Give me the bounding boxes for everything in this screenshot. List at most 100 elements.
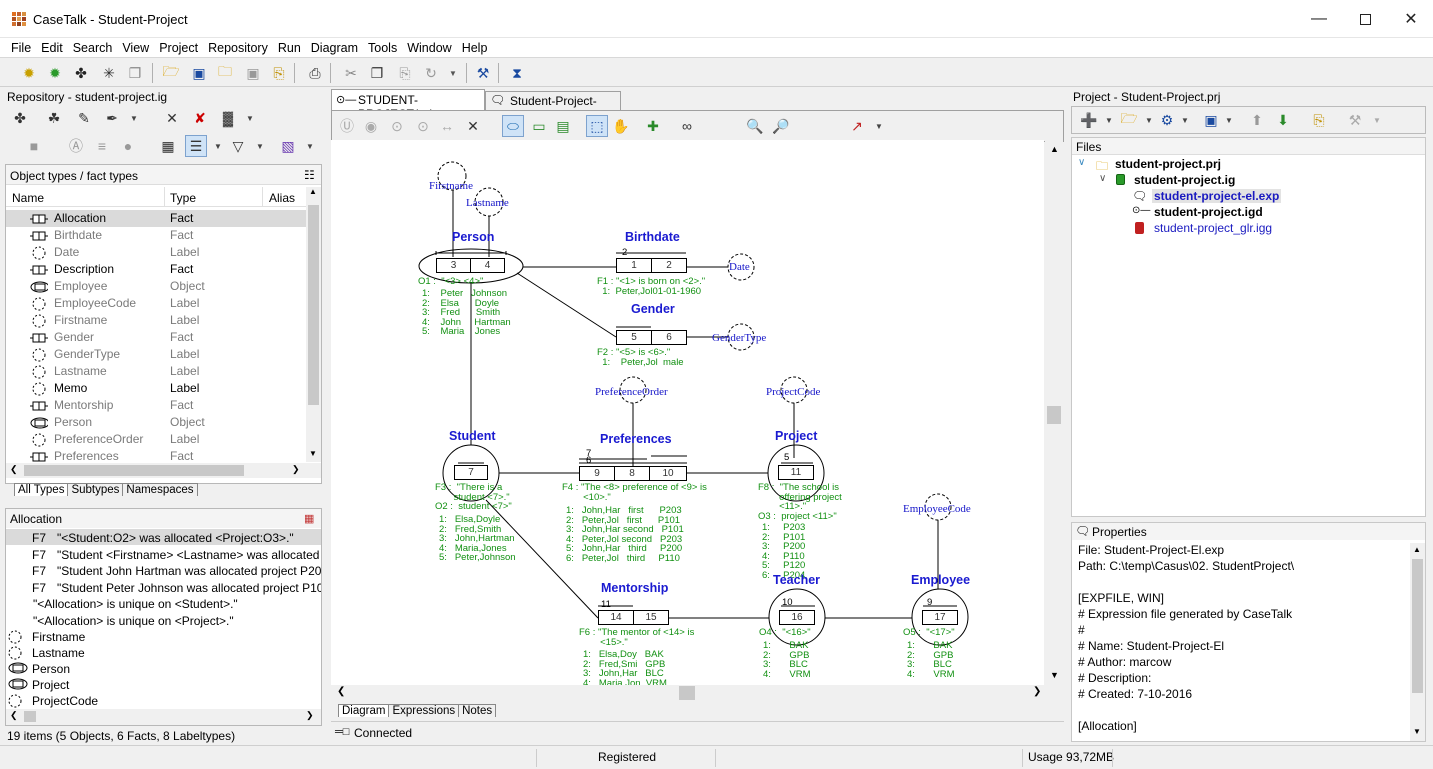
fact-teacher-name[interactable]: Teacher xyxy=(773,573,821,587)
shape-icon[interactable]: ● xyxy=(123,138,133,154)
fact-down-icon[interactable]: ▤ xyxy=(556,117,570,134)
allocation-item[interactable]: Lastname xyxy=(6,644,321,660)
properties-icon[interactable]: ⎘ xyxy=(1313,111,1325,128)
table-icon[interactable]: ▦ xyxy=(161,137,175,154)
diagram-hscrollbar[interactable]: ❮ ❯ xyxy=(331,685,1045,701)
label-firstname[interactable]: Firstname xyxy=(429,180,473,192)
tree-item-igd[interactable]: student-project.igd xyxy=(1154,205,1263,219)
refresh-icon[interactable]: ↻ xyxy=(425,64,437,81)
role-1[interactable]: 1 xyxy=(616,258,652,273)
col-name[interactable]: Name xyxy=(12,191,45,205)
menu-edit[interactable]: Edit xyxy=(41,40,63,55)
tab-student-project-el-exp[interactable]: 🗨 Student-Project-El.exp xyxy=(485,91,621,122)
save-disabled-icon[interactable]: ▣ xyxy=(246,64,260,81)
fact-student-name[interactable]: Student xyxy=(449,429,496,443)
hand-icon[interactable]: ✋ xyxy=(612,117,630,134)
role-16[interactable]: 16 xyxy=(779,610,815,625)
menu-repository[interactable]: Repository xyxy=(208,40,268,55)
total-icon[interactable]: ◉ xyxy=(364,117,378,134)
tab-diagram[interactable]: Diagram xyxy=(338,704,390,717)
label-preferenceorder[interactable]: PreferenceOrder xyxy=(595,386,668,398)
bug-icon[interactable]: ✤ xyxy=(75,64,87,81)
filter-icon[interactable]: ▽ xyxy=(232,137,244,154)
open-icon[interactable]: 🗁 xyxy=(1120,110,1138,126)
bug-green-icon[interactable]: ✹ xyxy=(49,64,61,81)
refresh-dropdown-icon[interactable]: ▼ xyxy=(449,68,457,78)
list-view-icon[interactable]: ☷ xyxy=(304,168,315,182)
role-15[interactable]: 15 xyxy=(633,610,669,625)
allocation-hscrollbar[interactable]: ❮ ❯ xyxy=(6,709,321,725)
folder-icon[interactable]: 🗀 xyxy=(218,63,232,79)
list-icon[interactable]: ≡ xyxy=(97,138,107,154)
menu-project[interactable]: Project xyxy=(159,40,199,55)
label-employeecode[interactable]: EmployeeCode xyxy=(903,503,971,515)
fact-person-name[interactable]: Person xyxy=(452,230,495,244)
tab-subtypes[interactable]: Subtypes xyxy=(67,483,124,496)
dropdown-icon[interactable]: ▼ xyxy=(1225,115,1233,125)
label-date[interactable]: Date xyxy=(729,261,750,273)
move-up-icon[interactable]: ⬆ xyxy=(1251,111,1263,128)
role-4[interactable]: 4 xyxy=(470,258,505,273)
cut-icon[interactable]: ✂ xyxy=(345,64,357,81)
menu-view[interactable]: View xyxy=(122,40,150,55)
rename-icon[interactable]: Ⓐ xyxy=(69,138,83,154)
dropdown-icon[interactable]: ▼ xyxy=(1105,115,1113,125)
tools-icon[interactable]: ⚒ xyxy=(476,64,490,81)
menu-diagram[interactable]: Diagram xyxy=(310,40,359,55)
tools-disabled-icon[interactable]: ⚒ xyxy=(1348,111,1362,128)
allocation-item[interactable]: Firstname xyxy=(6,628,321,644)
bug-icon[interactable]: ✤ xyxy=(14,109,26,126)
dropdown-icon[interactable]: ▼ xyxy=(1181,115,1189,125)
dropdown-icon[interactable]: ▼ xyxy=(1145,115,1153,125)
color-icon[interactable]: ▧ xyxy=(281,137,295,154)
allocation-expression[interactable]: F7"Student Peter Johnson was allocated p… xyxy=(6,579,321,595)
col-type[interactable]: Type xyxy=(170,191,197,205)
menu-tools[interactable]: Tools xyxy=(368,40,398,55)
zoom-out-icon[interactable]: 🔎 xyxy=(772,117,790,134)
details-view-icon[interactable]: ☰ xyxy=(185,135,207,157)
role-9[interactable]: 9 xyxy=(579,466,615,481)
edit-icon[interactable]: ✎ xyxy=(78,109,90,126)
maximize-button[interactable] xyxy=(1342,0,1388,38)
tree-icon[interactable]: ☘ xyxy=(47,109,61,126)
tab-namespaces[interactable]: Namespaces xyxy=(122,483,198,496)
tab-notes[interactable]: Notes xyxy=(458,704,497,717)
properties-icon[interactable]: ⎘ xyxy=(273,64,285,81)
label-gendertype[interactable]: GenderType xyxy=(712,332,767,344)
allocation-item[interactable]: Project xyxy=(6,676,321,692)
exclusive-icon[interactable]: ↔ xyxy=(440,118,454,134)
allocation-expression[interactable]: "<Allocation> is unique on <Project>." xyxy=(6,612,321,628)
allocation-expression[interactable]: F7"<Student:O2> was allocated <Project:O… xyxy=(6,529,321,545)
menu-run[interactable]: Run xyxy=(277,40,301,55)
role-11[interactable]: 11 xyxy=(778,465,814,480)
properties-vscrollbar[interactable]: ▲ ▼ xyxy=(1410,543,1425,741)
allocation-item[interactable]: ProjectCode xyxy=(6,692,321,708)
open-folder-icon[interactable]: 🗁 xyxy=(162,63,180,79)
diagram-vscrollbar[interactable]: ▲ ▼ xyxy=(1045,140,1063,685)
dropdown-icon[interactable]: ▼ xyxy=(256,141,264,151)
sun-icon[interactable]: ✹ xyxy=(23,64,35,81)
fact-project-name[interactable]: Project xyxy=(775,429,818,443)
paste-icon[interactable]: ⎘ xyxy=(399,64,411,81)
tab-student-project-igd[interactable]: ⊙— STUDENT-PROJECT.igd xyxy=(331,89,485,121)
role-17[interactable]: 17 xyxy=(922,610,958,625)
grid-icon[interactable]: ▦ xyxy=(304,513,315,525)
expand-icon[interactable]: ∨ xyxy=(1099,173,1107,184)
fact-birthdate-name[interactable]: Birthdate xyxy=(625,230,680,244)
menu-help[interactable]: Help xyxy=(461,40,488,55)
dropdown-icon[interactable]: ▼ xyxy=(214,141,222,151)
trash-icon[interactable]: ■ xyxy=(29,138,39,154)
